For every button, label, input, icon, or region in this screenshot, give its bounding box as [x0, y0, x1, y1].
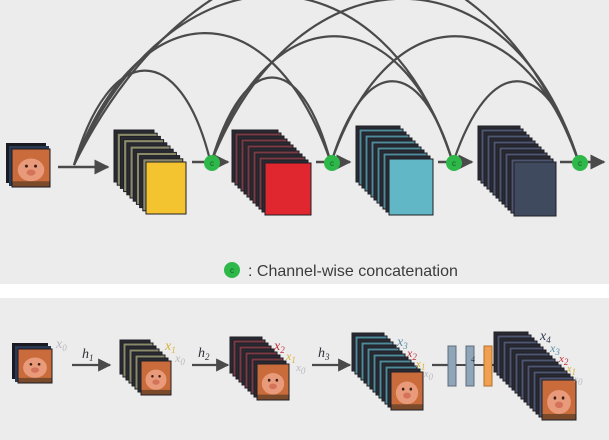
- label-x0: x0: [295, 362, 306, 376]
- feature-map-face: [145, 161, 187, 215]
- concat-marker: c: [446, 155, 462, 171]
- feature-stack-teal: [355, 125, 434, 216]
- concat-marker: c: [572, 155, 588, 171]
- input-image-stack: [6, 143, 51, 188]
- concat-marker: c: [204, 155, 220, 171]
- label-x2: x2: [558, 353, 569, 367]
- feature-stack-navy: [477, 125, 557, 217]
- label-x0: x0: [55, 337, 67, 353]
- label-h1: h1: [82, 347, 94, 363]
- h4-bar: [447, 345, 457, 387]
- skip-connections: [72, 0, 580, 166]
- label-x1: x1: [566, 364, 576, 377]
- label-h4: 4: [471, 355, 475, 364]
- legend: c : Channel-wise concatenation: [224, 262, 458, 280]
- feature-map-image: [256, 363, 290, 401]
- feature-map-image: [140, 360, 172, 396]
- bottom-input-image: [12, 343, 53, 384]
- concat-marker-label: c: [452, 159, 456, 168]
- legend-marker-label: c: [230, 266, 234, 275]
- label-x3: x3: [549, 341, 560, 357]
- label-h3: h3: [318, 346, 330, 362]
- label-h2: h2: [198, 346, 210, 362]
- skip-arc: [72, 0, 454, 166]
- h4-bar: [465, 345, 475, 387]
- h4-block: 4: [432, 345, 508, 387]
- label-x1: x1: [285, 349, 296, 365]
- skip-arc: [72, 69, 212, 166]
- label-x4: x4: [539, 329, 551, 345]
- concat-marker: c: [324, 155, 340, 171]
- feature-map-face: [264, 162, 312, 216]
- label-x1: x1: [415, 358, 425, 372]
- feature-map-face: [388, 158, 434, 216]
- label-x0: x0: [174, 351, 185, 367]
- feature-map-image: [541, 379, 577, 421]
- concat-marker-label: c: [578, 159, 582, 168]
- bottom-stack-x2: [229, 336, 290, 401]
- label-x0: x0: [573, 374, 583, 387]
- label-x3: x3: [396, 335, 408, 351]
- legend-marker: [224, 262, 240, 278]
- label-x0: x0: [423, 369, 433, 382]
- skip-arc: [452, 80, 580, 161]
- label-x2: x2: [273, 339, 285, 355]
- bottom-stack-x3: [351, 332, 424, 411]
- bottom-stack-x1: [119, 339, 172, 396]
- concat-marker-label: c: [330, 159, 334, 168]
- concat-marker-label: c: [210, 159, 214, 168]
- feature-stack-yellow: [113, 129, 187, 215]
- feature-map-image: [390, 371, 424, 411]
- h4-bar: [483, 345, 493, 387]
- skip-arc: [72, 32, 332, 166]
- skip-arc: [210, 0, 580, 161]
- bottom-stack-x4: [493, 331, 577, 421]
- skip-arc: [210, 35, 454, 161]
- feature-stack-red: [231, 129, 312, 216]
- label-x1: x1: [164, 339, 176, 355]
- bottom-row: x0 h1 x1 x0 h2 x2 x1 x0 h3 x3 x2 x1 x0: [12, 329, 583, 421]
- feature-map-face: [513, 161, 557, 217]
- label-x2: x2: [406, 346, 417, 362]
- skip-arc: [210, 76, 332, 161]
- legend-text: : Channel-wise concatenation: [248, 263, 458, 280]
